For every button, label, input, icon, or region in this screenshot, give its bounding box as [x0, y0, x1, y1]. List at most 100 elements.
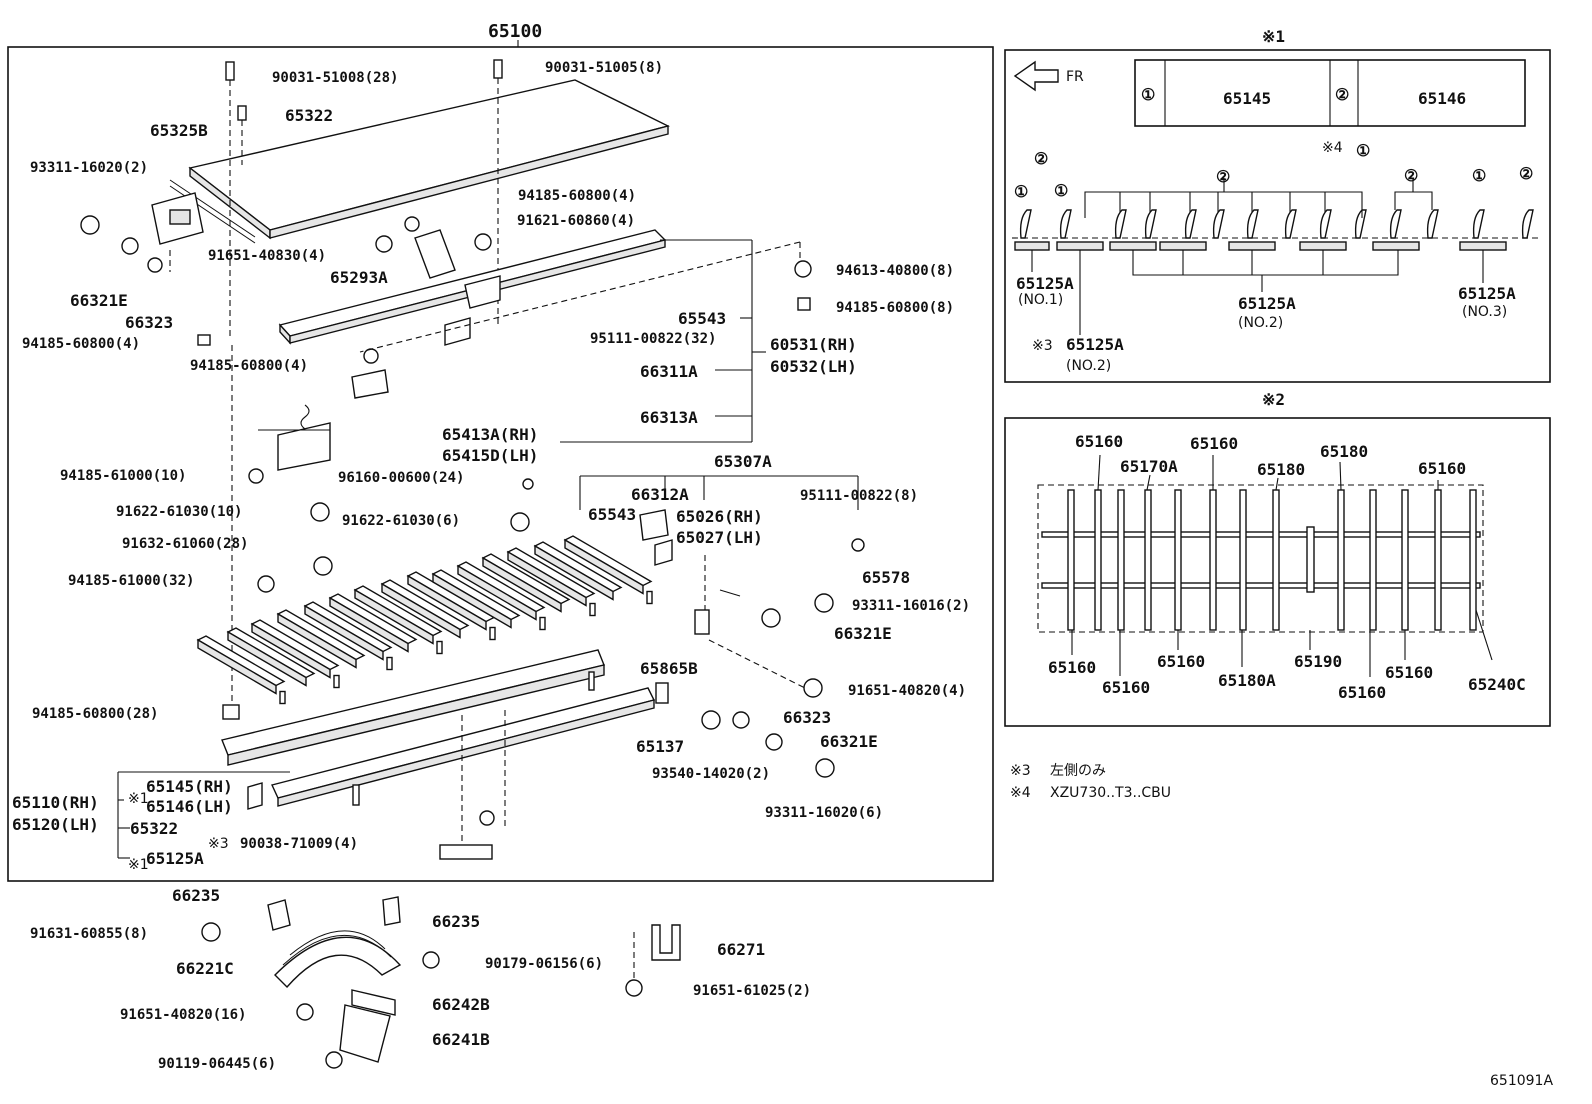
callout-label: 65578	[862, 568, 910, 587]
callout-label: 65125A	[146, 849, 204, 868]
callout-label: 91651-61025(2)	[693, 983, 811, 999]
callout-label: 66235	[172, 886, 220, 905]
detail1-title: ※1	[1262, 27, 1285, 46]
detail1-label: (NO.3)	[1462, 304, 1507, 320]
diagram-ref: 651091A	[1490, 1073, 1553, 1089]
callout-label: 65413A(RH)	[442, 425, 538, 444]
callout-label: 94185-60800(4)	[22, 336, 140, 352]
callout-label: 90179-06156(6)	[485, 956, 603, 972]
callout-label: 66321E	[834, 624, 892, 643]
detail2-label: 65180	[1320, 442, 1368, 461]
callout-label: 94185-60800(4)	[518, 188, 636, 204]
right-hardware-drawings	[639, 509, 865, 778]
callout-label: 66321E	[70, 291, 128, 310]
detail2-label: 65160	[1102, 678, 1150, 697]
note-4-text: XZU730..T3..CBU	[1050, 785, 1171, 801]
detail1-circle-number: ①	[1472, 166, 1486, 185]
detail1-label: 65125A	[1016, 274, 1074, 293]
key-part-2: 65146	[1418, 89, 1466, 108]
callout-label: 90038-71009(4)	[240, 836, 358, 852]
side-rail-drawing	[278, 229, 667, 345]
callout-label: 65325B	[150, 121, 208, 140]
callout-label: 91631-60855(8)	[30, 926, 148, 942]
detail2-label: 65160	[1075, 432, 1123, 451]
main-frame	[7, 46, 994, 882]
detail2-label: 65240C	[1468, 675, 1526, 694]
corner-bracket-drawing	[80, 192, 204, 273]
detail2-label: 65160	[1157, 652, 1205, 671]
callout-label: 65543	[588, 505, 636, 524]
detail1-circle-number: ②	[1404, 166, 1418, 185]
detail1-label: 65125A	[1066, 335, 1124, 354]
callout-label: 65145(RH)	[146, 777, 233, 796]
callout-label: 94185-60800(28)	[32, 706, 158, 722]
detail2-frame	[1004, 417, 1551, 727]
detail2-label: 65160	[1418, 459, 1466, 478]
callout-label: 94185-61000(10)	[60, 468, 186, 484]
detail2-label: 65160	[1338, 683, 1386, 702]
detail1-circle-number: ②	[1034, 149, 1048, 168]
front-sill-drawing	[221, 649, 669, 860]
detail1-circle-number: ①	[1054, 181, 1068, 200]
callout-label: 66323	[125, 313, 173, 332]
callout-label: 96160-00600(24)	[338, 470, 464, 486]
callout-label: 65322	[130, 819, 178, 838]
small-hardware-drawings	[197, 216, 812, 720]
key-num-2: ②	[1335, 85, 1349, 104]
callout-label: 93311-16020(6)	[765, 805, 883, 821]
detail1-circle-number: ①	[1356, 141, 1370, 160]
callout-label: 66242B	[432, 995, 490, 1014]
callout-label: 90119-06445(6)	[158, 1056, 276, 1072]
callout-label: 66323	[783, 708, 831, 727]
detail2-drawing	[1037, 454, 1493, 677]
footnotes: ※3 左側のみ ※4 XZU730..T3..CBU	[1010, 763, 1171, 801]
callout-label: 94185-61000(32)	[68, 573, 194, 589]
detail2-label: 65160	[1385, 663, 1433, 682]
callout-label: 65120(LH)	[12, 815, 99, 834]
callout-labels: 90031-51008(28)90031-51005(8)6532265325B…	[12, 60, 970, 1072]
detail2-label: 65180	[1257, 460, 1305, 479]
callout-label: 65322	[285, 106, 333, 125]
detail1-circle-number: ①	[1014, 182, 1028, 201]
callout-label: 65110(RH)	[12, 793, 99, 812]
callout-label: 65146(LH)	[146, 797, 233, 816]
callout-label: 95111-00822(8)	[800, 488, 918, 504]
callout-label: 60531(RH)	[770, 335, 857, 354]
detail1-label: (NO.2)	[1066, 358, 1111, 374]
detail1-circle-number: ②	[1519, 164, 1533, 183]
detail2-label: 65190	[1294, 652, 1342, 671]
callout-label: 66321E	[820, 732, 878, 751]
callout-label: 91651-40820(4)	[848, 683, 966, 699]
fr-label: FR	[1066, 69, 1084, 85]
detail1-ref-mark: ※4	[1322, 140, 1343, 156]
callout-label: 66235	[432, 912, 480, 931]
detail1-labels: 65125A(NO.1)65125A(NO.2)65125A(NO.3)6512…	[1016, 274, 1516, 374]
detail1-key-table: ① 65145 ② 65146	[1134, 59, 1526, 127]
callout-label: 66313A	[640, 408, 698, 427]
wheel-arch-drawing	[201, 896, 681, 1069]
callout-label: 65026(RH)	[676, 507, 763, 526]
callout-label: 91651-40830(4)	[208, 248, 326, 264]
callout-label: 66221C	[176, 959, 234, 978]
callout-label: 65027(LH)	[676, 528, 763, 547]
bolt-drawings	[225, 59, 503, 340]
grouping-lines	[117, 239, 859, 859]
callout-label: 91621-60860(4)	[517, 213, 635, 229]
detail2-title: ※2	[1262, 390, 1285, 409]
callout-label: 94185-60800(4)	[190, 358, 308, 374]
key-num-1: ①	[1141, 85, 1155, 104]
detail1-circle-number: ②	[1216, 167, 1230, 186]
detail1-label: 65125A	[1458, 284, 1516, 303]
detail2-label: 65170A	[1120, 457, 1178, 476]
callout-label: 65865B	[640, 659, 698, 678]
callout-label: 93311-16016(2)	[852, 598, 970, 614]
callout-label: 66311A	[640, 362, 698, 381]
main-frame-label: 65100	[488, 21, 542, 42]
callout-label: 91622-61030(6)	[342, 513, 460, 529]
key-part-1: 65145	[1223, 89, 1271, 108]
callout-label: 60532(LH)	[770, 357, 857, 376]
detail1-label: (NO.1)	[1018, 292, 1063, 308]
callout-label: 93540-14020(2)	[652, 766, 770, 782]
